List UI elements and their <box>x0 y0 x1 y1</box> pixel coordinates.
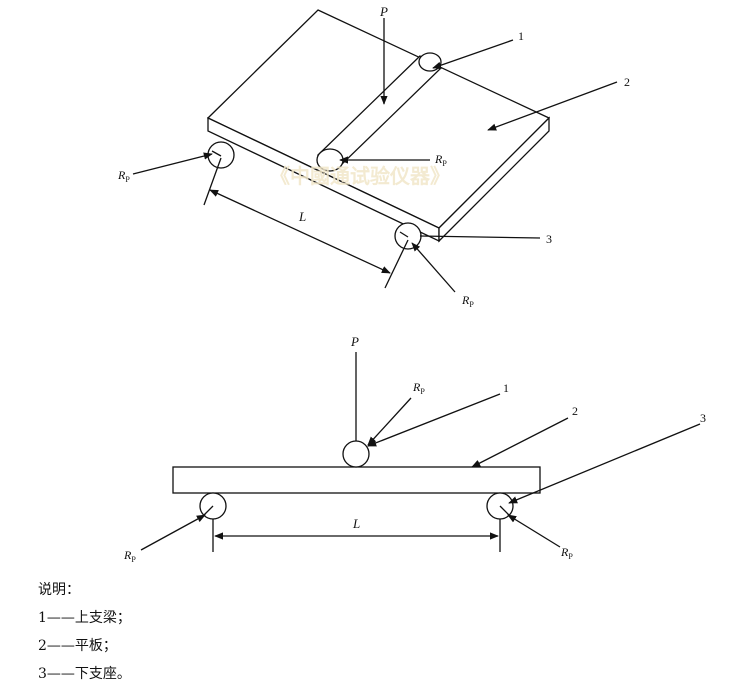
callout-1-front: 1 <box>503 381 509 395</box>
front-view <box>140 352 701 552</box>
callout-3-front: 3 <box>700 411 706 425</box>
span-label-front: L <box>352 516 360 531</box>
callout-3-top: 3 <box>546 232 552 246</box>
callout-1-top: 1 <box>518 29 524 43</box>
legend-title: 说明： <box>38 582 80 598</box>
legend: 说明： 1——上支梁； 2——平板； 3——下支座。 <box>38 578 131 690</box>
upper-roller-front <box>342 440 370 468</box>
callout-2-front: 2 <box>572 404 578 418</box>
radius-label-left: RP <box>117 168 130 184</box>
radius-label-right: RP <box>461 293 474 309</box>
legend-item-3: 3——下支座。 <box>38 666 131 682</box>
radius-label-upper-front: RP <box>412 380 425 396</box>
plate-front-view <box>172 466 541 494</box>
isometric-view <box>132 9 618 293</box>
load-label-front: P <box>350 334 359 349</box>
lower-support-right <box>394 222 422 250</box>
legend-item-2: 2——平板； <box>38 638 117 654</box>
legend-item-1: 1——上支梁； <box>38 610 131 626</box>
watermark: 《中國通试验仪器》 <box>270 164 450 188</box>
radius-label-right-front: RP <box>560 545 573 561</box>
load-label-top: P <box>379 4 388 19</box>
lower-support-left <box>207 141 235 169</box>
radius-label-roller: RP <box>434 152 447 168</box>
span-label-top: L <box>298 209 306 224</box>
span-dimension-line <box>209 189 391 274</box>
callout-2-top: 2 <box>624 75 630 89</box>
radius-label-left-front: RP <box>123 548 136 564</box>
